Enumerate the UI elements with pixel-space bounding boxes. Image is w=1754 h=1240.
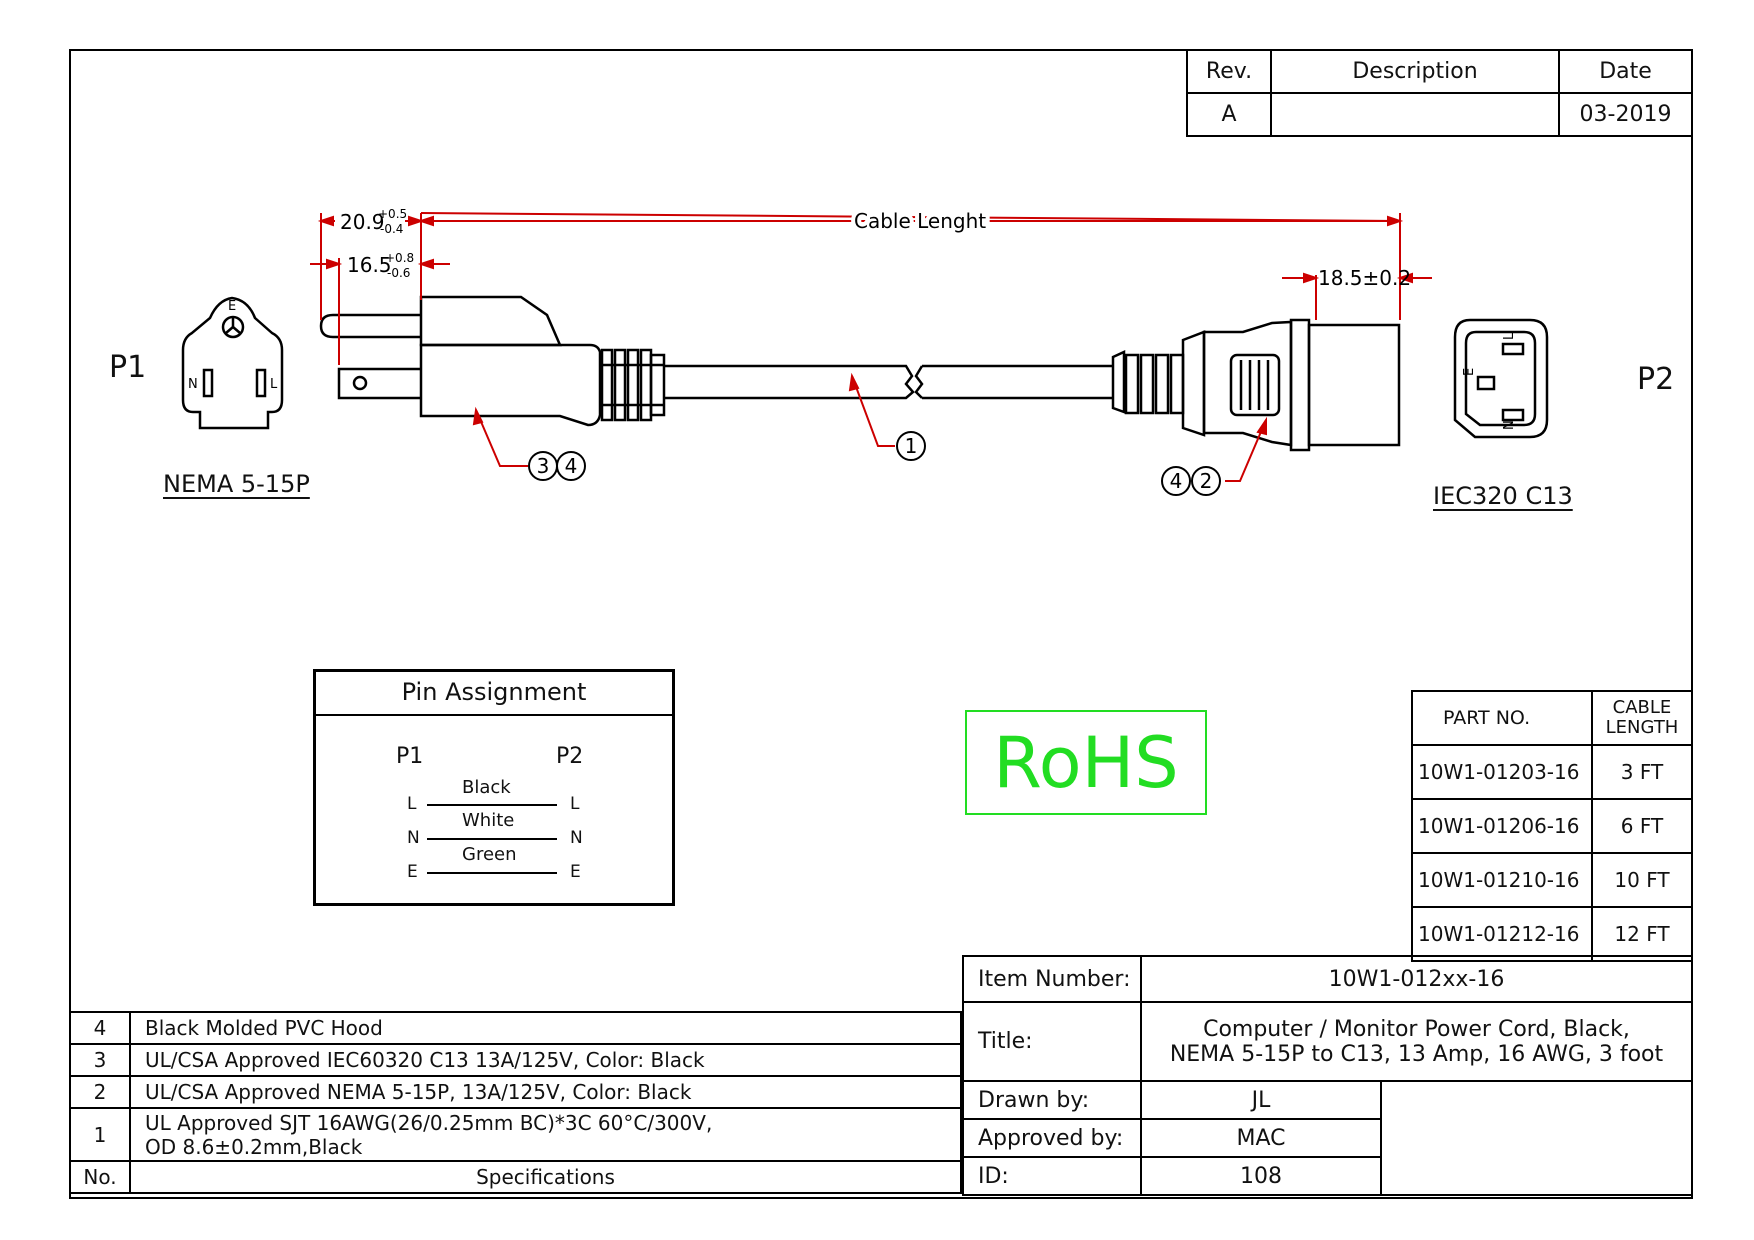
callout-3: 3 [537,454,550,478]
pin-row-left: E [407,862,418,882]
date-value: 03-2019 [1558,92,1693,137]
part-length: 12 FT [1591,906,1693,962]
pin-p1-header: P1 [396,744,424,769]
spec-text: UL/CSA Approved IEC60320 C13 13A/125V, C… [129,1043,962,1077]
rohs-mark: RoHS [965,710,1207,815]
pin-row-right: N [570,828,583,848]
pin-row-left: N [407,828,420,848]
cable-length-header-2: LENGTH [1605,717,1679,738]
p1-label: P1 [109,350,147,385]
title-value: Computer / Monitor Power Cord, Black, NE… [1140,1001,1693,1082]
part-no-header: PART NO. [1411,690,1593,746]
nema-5-15p-face [181,296,284,430]
spec-text: UL/CSA Approved NEMA 5-15P, 13A/125V, Co… [129,1075,962,1109]
pin-assignment-box: Pin Assignment P1 P2 L Black L N White N… [313,669,675,906]
p2-pin-l: L [1502,332,1517,340]
pin-row-wire: Green [462,844,517,865]
dim-b: 16.5 [347,253,392,277]
approved-by-value: MAC [1140,1118,1382,1158]
cable-length-label: Cable Lenght [854,209,986,233]
pin-row-line [427,804,557,806]
pin-row-line [427,838,557,840]
spec-no: 4 [69,1011,131,1045]
pin-row-left: L [407,794,417,814]
spec-text-line1: UL Approved SJT 16AWG(26/0.25mm BC)*3C 6… [145,1110,713,1135]
dim-a-plus: +0.5 [378,207,407,221]
rev-header: Rev. [1186,49,1272,94]
title-block-blank [1380,1080,1693,1196]
spec-text: Black Molded PVC Hood [129,1011,962,1045]
spec-no: 1 [69,1107,131,1162]
p1-pin-l: L [270,377,278,392]
approved-by-label: Approved by: [962,1118,1142,1158]
description-header: Description [1270,49,1560,94]
title-line-1: Computer / Monitor Power Cord, Black, [1203,1016,1630,1042]
p2-pin-n: N [1502,420,1517,430]
p1-pin-e: E [228,299,236,314]
title-block: Item Number: 10W1-012xx-16 Title: Comput… [962,955,1693,1196]
spec-no: 2 [69,1075,131,1109]
pin-p2-header: P2 [556,744,584,769]
part-number: 10W1-01203-16 [1411,744,1593,800]
part-length: 6 FT [1591,798,1693,854]
title-label: Title: [962,1001,1142,1082]
id-label: ID: [962,1156,1142,1196]
rev-value: A [1186,92,1272,137]
item-number-value: 10W1-012xx-16 [1140,955,1693,1003]
dim-c: 18.5±0.2 [1318,266,1411,290]
pin-row-wire: White [462,810,515,831]
part-number: 10W1-01210-16 [1411,852,1593,908]
part-length: 3 FT [1591,744,1693,800]
callout-1: 1 [905,434,918,458]
description-value [1270,92,1560,137]
pin-assignment-title: Pin Assignment [316,672,672,716]
iec-label: IEC320 C13 [1433,482,1573,510]
item-number-label: Item Number: [962,955,1142,1003]
part-number-table: PART NO. CABLE LENGTH 10W1-01203-16 3 FT… [1411,690,1693,962]
part-number: 10W1-01206-16 [1411,798,1593,854]
callout-2: 2 [1200,469,1213,493]
drawn-by-label: Drawn by: [962,1080,1142,1120]
spec-no: 3 [69,1043,131,1077]
drawn-by-value: JL [1140,1080,1382,1120]
dim-b-minus: -0.6 [387,266,410,280]
spec-header: Specifications [129,1160,962,1194]
dim-a-minus: -0.4 [380,222,403,236]
iec320-c13-face [1453,318,1549,439]
id-value: 108 [1140,1156,1382,1196]
date-header: Date [1558,49,1693,94]
nema-label: NEMA 5-15P [163,470,310,498]
pin-row-right: L [570,794,580,814]
dim-a: 20.9 [340,210,385,234]
p2-label: P2 [1637,362,1675,397]
spec-text-multiline: UL Approved SJT 16AWG(26/0.25mm BC)*3C 6… [129,1107,962,1162]
p2-pin-e: E [1462,368,1477,376]
title-line-2: NEMA 5-15P to C13, 13 Amp, 16 AWG, 3 foo… [1169,1041,1664,1067]
drawing-frame [69,49,1693,1199]
spec-no-header: No. [69,1160,131,1194]
cable-length-header-1: CABLE [1612,697,1672,718]
pin-row-wire: Black [462,777,511,798]
part-number: 10W1-01212-16 [1411,906,1593,962]
specifications-table: 4 Black Molded PVC Hood 3 UL/CSA Approve… [69,1011,962,1194]
callout-4: 4 [565,454,578,478]
p1-pin-n: N [188,377,198,392]
pin-row-line [427,872,557,874]
spec-text-line2: OD 8.6±0.2mm,Black [145,1134,363,1159]
pin-row-right: E [570,862,581,882]
part-length: 10 FT [1591,852,1693,908]
cable-length-header: CABLE LENGTH [1591,690,1693,746]
callout-4b: 4 [1170,469,1183,493]
revision-table: Rev. Description Date A 03-2019 [1186,49,1693,137]
dim-b-plus: +0.8 [385,251,414,265]
